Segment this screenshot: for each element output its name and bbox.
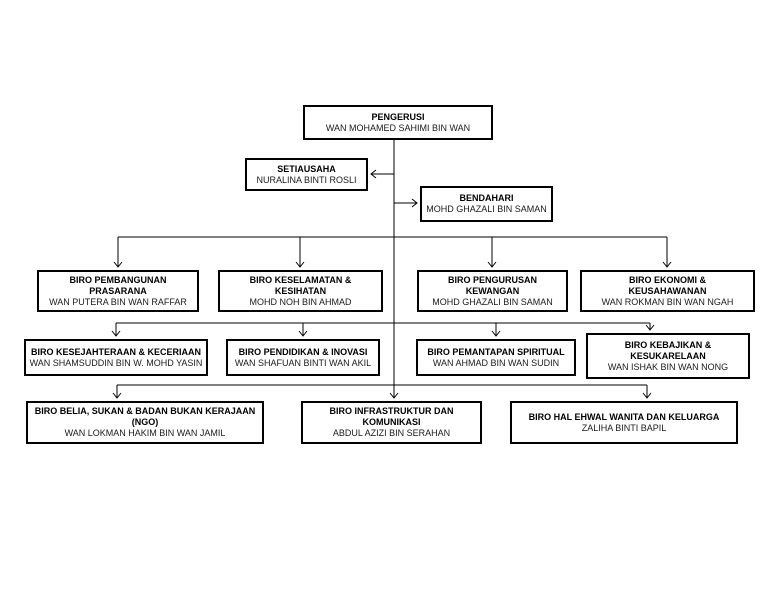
node-title: BIRO PENGURUSAN — [447, 274, 537, 285]
node-pengerusi: PENGERUSI WAN MOHAMED SAHIMI BIN WAN — [303, 105, 493, 140]
node-person-name: ABDUL AZIZI BIN SERAHAN — [332, 428, 451, 438]
node-person-name: WAN MOHAMED SAHIMI BIN WAN — [325, 122, 471, 133]
node-biro-hal-ehwal-wanita-keluarga: BIRO HAL EHWAL WANITA DAN KELUARGA ZALIH… — [510, 401, 738, 444]
node-person-name: NURALINA BINTI ROSLI — [256, 174, 357, 185]
node-title-line2: PRASARANA — [89, 285, 147, 296]
node-person-name: WAN PUTERA BIN WAN RAFFAR — [49, 296, 187, 307]
node-title: BIRO PENDIDIKAN & INOVASI — [238, 346, 368, 357]
node-biro-pembangunan-prasarana: BIRO PEMBANGUNAN PRASARANA WAN PUTERA BI… — [37, 270, 199, 312]
node-title: BIRO EKONOMI & — [628, 274, 706, 285]
node-title: BIRO BELIA, SUKAN & BADAN BUKAN KERAJAAN — [34, 406, 256, 416]
node-title: BIRO KEBAJIKAN & — [624, 339, 712, 350]
node-title: BIRO INFRASTRUKTUR DAN — [329, 406, 454, 416]
node-person-name: MOHD GHAZALI BIN SAMAN — [432, 296, 553, 307]
node-title-line2: KESUKARELAAN — [630, 350, 706, 361]
node-person-name: WAN ROKMAN BIN WAN NGAH — [601, 296, 734, 307]
node-biro-pengurusan-kewangan: BIRO PENGURUSAN KEWANGAN MOHD GHAZALI BI… — [417, 270, 568, 312]
node-biro-infrastruktur-komunikasi: BIRO INFRASTRUKTUR DAN KOMUNIKASI ABDUL … — [301, 401, 482, 444]
node-title: BIRO PEMANTAPAN SPIRITUAL — [427, 346, 565, 357]
node-title: SETIAUSAHA — [277, 163, 336, 174]
node-setiausaha: SETIAUSAHA NURALINA BINTI ROSLI — [245, 158, 368, 191]
node-title-line2: KEUSAHAWANAN — [628, 285, 707, 296]
node-title: PENGERUSI — [371, 111, 425, 122]
node-biro-pendidikan-inovasi: BIRO PENDIDIKAN & INOVASI WAN SHAFUAN BI… — [226, 339, 380, 376]
node-biro-pemantapan-spiritual: BIRO PEMANTAPAN SPIRITUAL WAN AHMAD BIN … — [416, 339, 576, 376]
node-person-name: WAN ISHAK BIN WAN NONG — [607, 361, 729, 372]
node-person-name: ZALIHA BINTI BAPIL — [581, 422, 667, 433]
node-biro-kebajikan-kesukarelaan: BIRO KEBAJIKAN & KESUKARELAAN WAN ISHAK … — [586, 333, 750, 379]
node-biro-kesejahteraan-keceriaan: BIRO KESEJAHTERAAN & KECERIAAN WAN SHAMS… — [24, 339, 208, 376]
node-person-name: MOHD NOH BIN AHMAD — [249, 296, 352, 307]
node-title: BIRO KESEJAHTERAAN & KECERIAAN — [30, 346, 201, 357]
node-title: BIRO PEMBANGUNAN — [69, 274, 167, 285]
node-biro-ekonomi-keusahawanan: BIRO EKONOMI & KEUSAHAWANAN WAN ROKMAN B… — [580, 270, 755, 312]
node-title: BENDAHARI — [459, 193, 514, 203]
node-title-line2: KEWANGAN — [465, 285, 520, 296]
node-person-name: WAN SHAMSUDDIN BIN W. MOHD YASIN — [29, 357, 203, 368]
node-title-line2: KESIHATAN — [274, 285, 327, 296]
node-bendahari: BENDAHARI MOHD GHAZALI BIN SAMAN — [420, 186, 553, 222]
node-title: BIRO KESELAMATAN & — [249, 274, 352, 285]
node-person-name: WAN LOKMAN HAKIM BIN WAN JAMIL — [64, 428, 226, 438]
node-person-name: MOHD GHAZALI BIN SAMAN — [426, 204, 547, 214]
node-title: BIRO HAL EHWAL WANITA DAN KELUARGA — [528, 411, 720, 422]
node-biro-keselamatan-kesihatan: BIRO KESELAMATAN & KESIHATAN MOHD NOH BI… — [218, 270, 383, 312]
node-biro-belia-sukan-ngo: BIRO BELIA, SUKAN & BADAN BUKAN KERAJAAN… — [26, 401, 264, 444]
node-person-name: WAN SHAFUAN BINTI WAN AKIL — [234, 357, 372, 368]
node-title-line2: KOMUNIKASI — [362, 417, 421, 427]
node-person-name: WAN AHMAD BIN WAN SUDIN — [432, 357, 560, 368]
node-title-line2: (NGO) — [131, 417, 159, 427]
